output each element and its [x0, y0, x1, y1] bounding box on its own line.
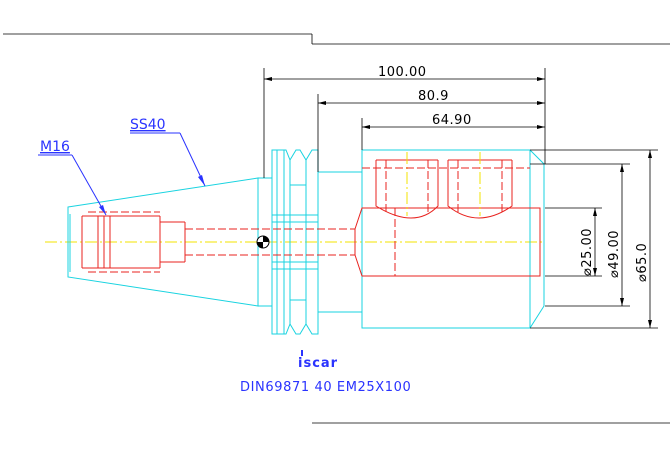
callout-thread-m16: M16 — [40, 139, 70, 155]
dim-length-mid: 80.9 — [418, 89, 449, 104]
svg-text:iscar: iscar — [298, 356, 338, 371]
callout-leaders — [38, 132, 206, 216]
flange — [271, 149, 319, 335]
dim-diameter-mid: ⌀49.00 — [607, 230, 622, 278]
drawing-caption: DIN69871 40 EM25X100 — [240, 380, 411, 395]
dimension-lines — [263, 68, 658, 329]
holder-body — [317, 149, 545, 329]
dim-length-inner: 64.90 — [432, 113, 472, 128]
dim-diameter-outer: ⌀65.0 — [635, 243, 650, 282]
internal-bore — [81, 152, 541, 277]
dim-length-total: 100.00 — [378, 65, 427, 80]
dim-diameter-bore: ⌀25.00 — [580, 228, 595, 276]
iscar-logo: iscar — [298, 350, 338, 371]
callout-taper-ss40: SS40 — [130, 117, 166, 133]
origin-marker — [256, 235, 270, 249]
sheet-frame — [3, 33, 670, 424]
